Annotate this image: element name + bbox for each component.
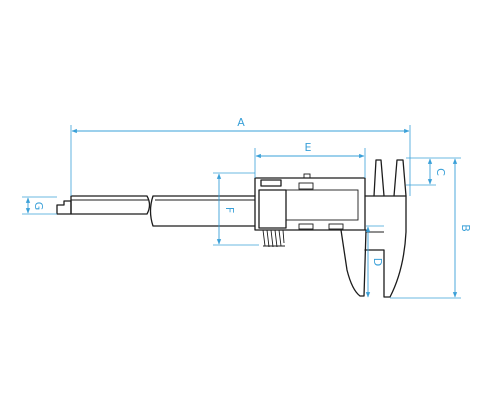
dimension-b-label: B bbox=[459, 224, 472, 232]
dimension-e-label: E bbox=[305, 141, 312, 154]
roller-knurl bbox=[262, 229, 285, 248]
lcd-display bbox=[285, 189, 359, 221]
dimension-g-label: G bbox=[32, 202, 45, 211]
thumb-roller bbox=[258, 179, 287, 229]
dimension-lines bbox=[25, 128, 458, 298]
dimension-a-label: A bbox=[237, 116, 245, 129]
caliper-outline bbox=[56, 159, 407, 298]
dimension-labels: A E F G C B D bbox=[32, 116, 472, 266]
inner-jaws bbox=[373, 159, 407, 197]
moving-jaw bbox=[340, 229, 367, 297]
dimension-f-label: F bbox=[223, 207, 236, 213]
slider-body bbox=[254, 177, 366, 231]
main-beam-right bbox=[149, 195, 256, 227]
fixed-jaw bbox=[364, 195, 407, 298]
on-off-button bbox=[298, 182, 314, 190]
depth-rod bbox=[56, 200, 72, 215]
lock-screw bbox=[303, 173, 311, 179]
main-beam bbox=[70, 195, 151, 215]
extension-lines bbox=[22, 125, 461, 299]
mode-button bbox=[328, 223, 344, 230]
dimension-d-label: D bbox=[371, 258, 384, 266]
dimension-c-label: C bbox=[434, 168, 447, 176]
zero-button bbox=[298, 223, 314, 230]
